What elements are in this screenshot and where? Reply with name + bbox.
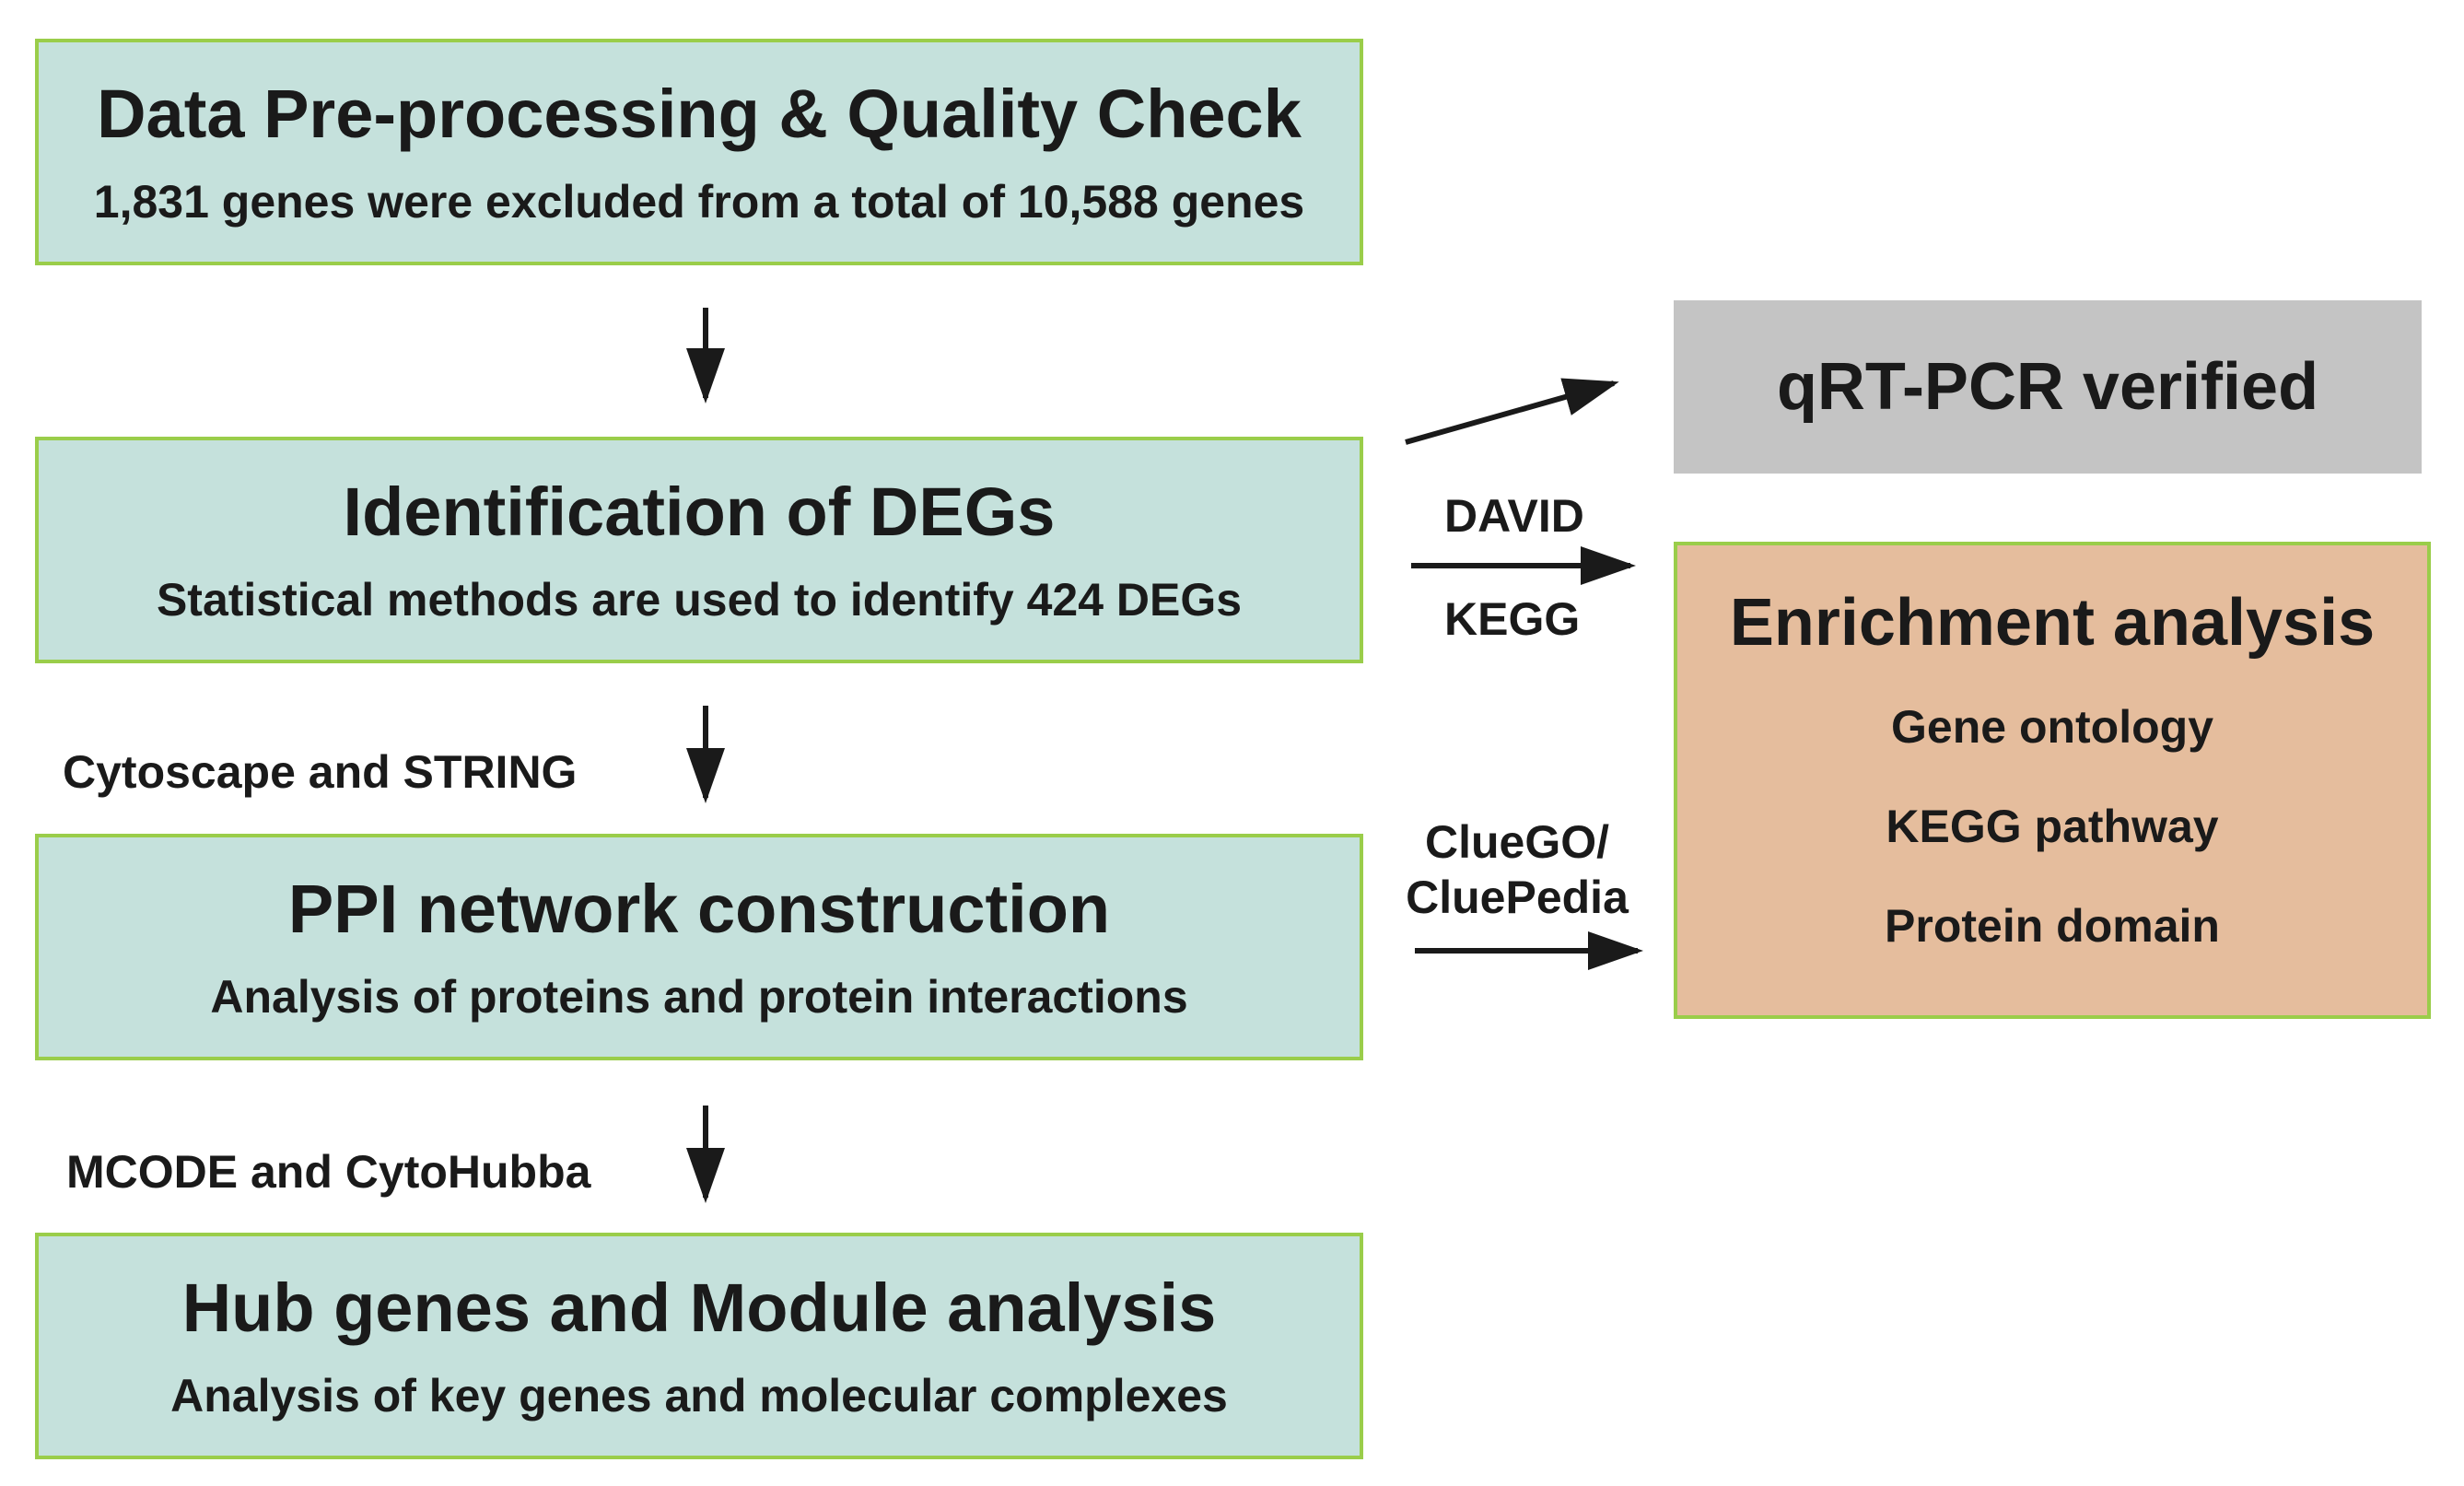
step-ppi-network: PPI network construction Analysis of pro… — [35, 834, 1363, 1060]
label-cluego: ClueGO/ — [1424, 816, 1610, 868]
label-mcode-cytohubba: MCODE and CytoHubba — [66, 1146, 591, 1198]
qrtpcr-box: qRT-PCR verified — [1674, 300, 2422, 474]
enrichment-item-gene-ontology: Gene ontology — [1891, 701, 2213, 754]
step-title: Hub genes and Module analysis — [181, 1270, 1217, 1347]
label-cluepedia: CluePedia — [1406, 872, 1629, 923]
step-title: Identification of DEGs — [343, 474, 1056, 551]
step-data-preprocessing: Data Pre-processing & Quality Check 1,83… — [35, 39, 1363, 265]
step-title: Data Pre-processing & Quality Check — [97, 76, 1302, 153]
enrichment-title: Enrichment analysis — [1729, 585, 2376, 660]
step-subtitle: 1,831 genes were excluded from a total o… — [93, 175, 1305, 228]
label-david: DAVID — [1444, 490, 1584, 542]
step-subtitle: Analysis of proteins and protein interac… — [210, 970, 1188, 1023]
label-kegg: KEGG — [1444, 593, 1581, 645]
step-subtitle: Analysis of key genes and molecular comp… — [170, 1369, 1228, 1422]
enrichment-box: Enrichment analysis Gene ontology KEGG p… — [1674, 542, 2431, 1019]
step-identification-degs: Identification of DEGs Statistical metho… — [35, 437, 1363, 663]
step-subtitle: Statistical methods are used to identify… — [156, 573, 1243, 626]
enrichment-item-kegg-pathway: KEGG pathway — [1886, 801, 2219, 853]
step-title: PPI network construction — [287, 871, 1111, 948]
step-hub-genes: Hub genes and Module analysis Analysis o… — [35, 1233, 1363, 1459]
qrtpcr-title: qRT-PCR verified — [1776, 349, 2319, 424]
enrichment-item-protein-domain: Protein domain — [1885, 900, 2220, 953]
arrow-to-qrtpcr — [1405, 378, 1619, 445]
label-cytoscape-string: Cytoscape and STRING — [63, 746, 578, 798]
